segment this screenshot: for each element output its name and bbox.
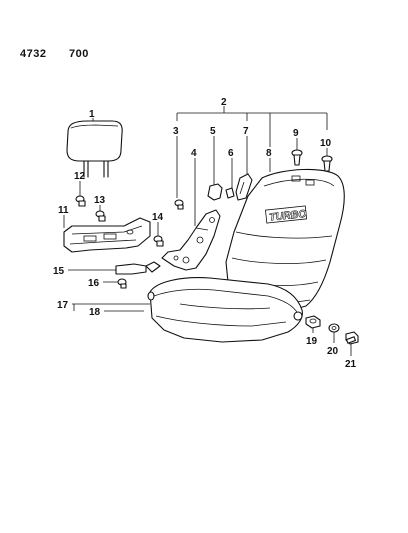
callout-12: 12	[74, 171, 86, 182]
callout-8: 8	[266, 148, 272, 159]
clip-6	[225, 187, 235, 199]
callout-3: 3	[173, 126, 179, 137]
screw-13	[95, 210, 106, 222]
callout-numbers: 1 2 3 4 5 6 7 8 9 10 11 12 13 14 15 16 1…	[53, 97, 357, 370]
callout-7: 7	[243, 126, 249, 137]
callout-1: 1	[89, 109, 95, 120]
cushion-hook	[147, 291, 155, 301]
trim-piece-5	[207, 183, 223, 201]
screw-3	[174, 199, 184, 210]
cushion-hinge-point	[293, 311, 303, 321]
callout-6: 6	[228, 148, 234, 159]
recliner-hinge	[161, 209, 221, 271]
callout-18: 18	[89, 307, 101, 318]
nut-19	[305, 315, 321, 329]
callout-14: 14	[152, 212, 164, 223]
pin-9	[291, 149, 303, 166]
callout-11: 11	[58, 205, 69, 216]
screw-16	[117, 278, 127, 289]
pin-10	[321, 155, 333, 172]
turbo-emblem: TURBO	[265, 205, 307, 224]
callout-4: 4	[191, 148, 197, 159]
callout-21: 21	[345, 359, 357, 370]
leader-lines	[63, 106, 352, 356]
callout-2: 2	[221, 97, 227, 108]
callout-13: 13	[94, 195, 106, 206]
callout-10: 10	[320, 138, 332, 149]
trim-piece-7	[235, 173, 253, 201]
callout-5: 5	[210, 126, 216, 137]
callout-17: 17	[57, 300, 69, 311]
side-cover-outer	[63, 217, 151, 253]
callout-19: 19	[306, 336, 318, 347]
bolt-21	[345, 331, 359, 345]
seat-back: TURBO	[225, 168, 345, 313]
washer-20	[328, 323, 340, 333]
diagram-number: 4732	[20, 48, 47, 60]
turbo-emblem-text: TURBO	[269, 208, 307, 224]
screw-12	[75, 195, 86, 207]
seat-cushion	[147, 277, 303, 343]
recline-lever	[115, 261, 161, 275]
callout-9: 9	[293, 128, 299, 139]
headrest	[66, 120, 123, 178]
callout-15: 15	[53, 266, 65, 277]
callout-16: 16	[88, 278, 100, 289]
callout-20: 20	[327, 346, 339, 357]
page-code: 700	[69, 48, 89, 60]
bolt-14	[153, 235, 164, 247]
